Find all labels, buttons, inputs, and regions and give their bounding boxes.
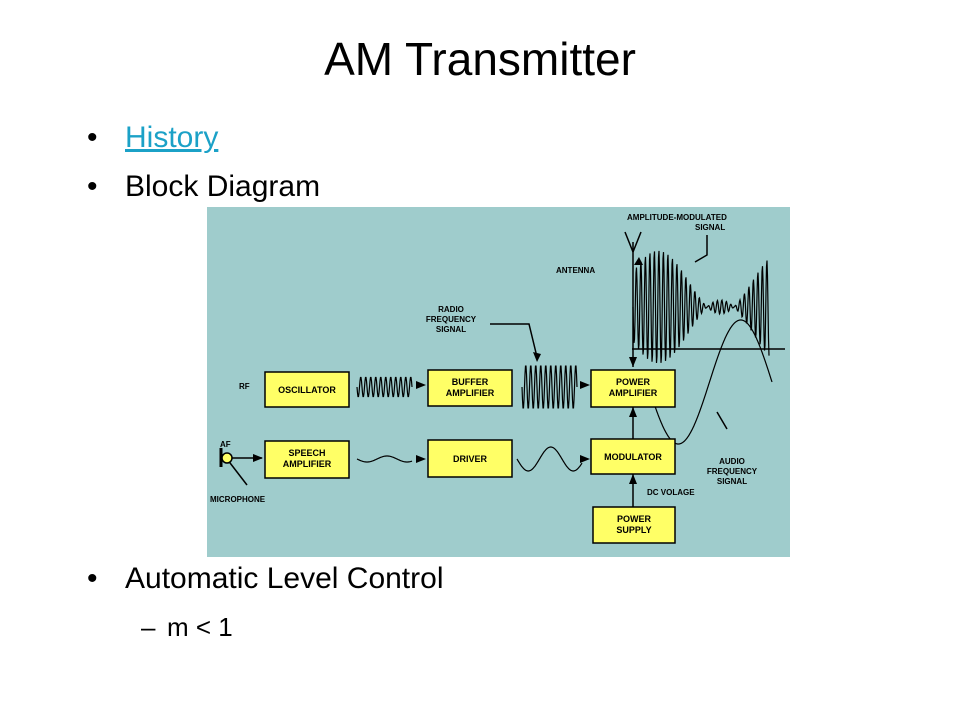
bullet-text: Block Diagram [125, 170, 321, 203]
buffer-amplifier-box [427, 369, 513, 407]
antenna-label: ANTENNA [556, 266, 595, 275]
speech-label-line1: SPEECH [288, 448, 325, 458]
arrow-pa-up [629, 407, 637, 417]
oscillator-label: OSCILLATOR [278, 385, 336, 395]
am-modulated-wave [632, 250, 770, 364]
bullet-history: • History [87, 121, 219, 155]
signal-waveforms [356, 250, 773, 472]
arrow-mic-speech [253, 454, 263, 462]
am-signal-label-line2: SIGNAL [695, 223, 725, 232]
block-modulator: MODULATOR [590, 438, 676, 475]
rf-signal-label-line2: FREQUENCY [426, 315, 477, 324]
bullet-dot: • [87, 170, 98, 203]
audio-wave-driver-modulator [516, 446, 583, 472]
slide-title: AM Transmitter [324, 33, 636, 85]
audio-wave-speech-driver [356, 455, 413, 463]
am-transmitter-block-diagram: OSCILLATOR BUFFER AMPLIFIER POWER AMPLIF… [207, 207, 790, 557]
sub-bullet-text: m < 1 [167, 612, 233, 642]
af-signal-label-line3: SIGNAL [717, 477, 747, 486]
modulator-label: MODULATOR [604, 452, 662, 462]
power-amplifier-box [590, 369, 676, 408]
block-power-amplifier: POWER AMPLIFIER [590, 369, 676, 408]
af-signal-label-line2: FREQUENCY [707, 467, 758, 476]
mic-pointer [226, 458, 248, 486]
diagram-canvas: OSCILLATOR BUFFER AMPLIFIER POWER AMPLIF… [207, 207, 790, 557]
antenna-right-arm [632, 231, 642, 253]
bullet-block-diagram: • Block Diagram [87, 170, 321, 204]
power-supply-box [592, 506, 676, 544]
modulator-box [590, 438, 676, 475]
arrow-buffer-pa [580, 381, 590, 389]
bullet-dot: • [87, 121, 98, 154]
history-link[interactable]: History [125, 121, 219, 154]
rf-signal-label-line3: SIGNAL [436, 325, 466, 334]
rf-signal-pointer [490, 323, 538, 358]
sub-bullet-dash: – [141, 612, 156, 642]
block-power-supply: POWER SUPPLY [592, 506, 676, 544]
speech-label-line2: AMPLIFIER [283, 459, 332, 469]
arrow-speech-driver [416, 455, 426, 463]
speech-amplifier-box [264, 440, 350, 479]
arrow-osc-buffer [416, 381, 426, 389]
af-signal-label-line1: AUDIO [719, 457, 745, 466]
buffer-label-line2: AMPLIFIER [446, 388, 495, 398]
bullet-text: Automatic Level Control [125, 562, 444, 595]
block-driver: DRIVER [427, 439, 513, 478]
af-signal-pointer [716, 411, 728, 430]
antenna-left-arm [624, 231, 634, 253]
rf-label: RF [239, 382, 250, 391]
dc-voltage-label: DC VOLAGE [647, 488, 695, 497]
microphone-icon [221, 452, 233, 464]
diagram-labels: RF AF MICROPHONE ANTENNA AMPLITUDE-MODUL… [210, 213, 758, 504]
rf-signal-label-line1: RADIO [438, 305, 464, 314]
oscillator-box [264, 371, 350, 408]
af-label: AF [220, 440, 231, 449]
power-amp-label-line2: AMPLIFIER [609, 388, 658, 398]
power-supply-label-line2: SUPPLY [616, 525, 651, 535]
driver-label: DRIVER [453, 454, 488, 464]
bullet-dot: • [87, 562, 98, 595]
block-buffer-amplifier: BUFFER AMPLIFIER [427, 369, 513, 407]
am-signal-label-line1: AMPLITUDE-MODULATED [627, 213, 727, 222]
bullet-automatic-level-control: • Automatic Level Control [87, 562, 444, 596]
block-speech-amplifier: SPEECH AMPLIFIER [264, 440, 350, 479]
block-oscillator: OSCILLATOR [264, 371, 350, 408]
am-signal-pointer [694, 235, 708, 263]
rf-wave-oscillator-buffer [356, 376, 413, 398]
power-supply-label-line1: POWER [617, 514, 652, 524]
rf-wave-buffer-pa [521, 365, 578, 409]
arrow-rf-signal [533, 352, 541, 362]
buffer-label-line1: BUFFER [452, 377, 489, 387]
microphone-label: MICROPHONE [210, 495, 266, 504]
arrowheads [253, 257, 643, 484]
sub-bullet-m: – m < 1 [141, 612, 233, 643]
driver-box [427, 439, 513, 478]
arrow-dc-up [629, 474, 637, 484]
power-amp-label-line1: POWER [616, 377, 651, 387]
arrow-driver-modulator [580, 455, 590, 463]
arrow-antenna-feed [629, 357, 637, 367]
